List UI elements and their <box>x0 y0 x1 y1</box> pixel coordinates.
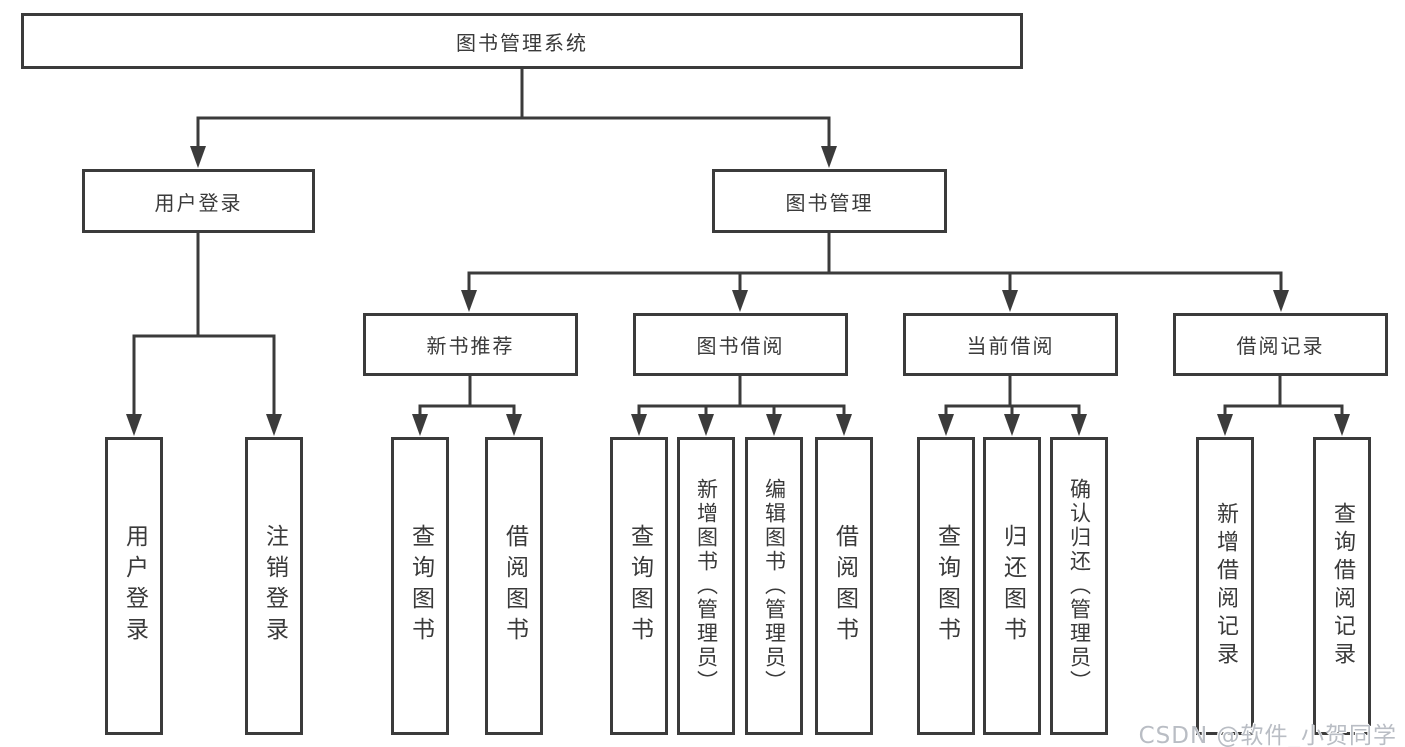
arrowhead <box>1071 414 1087 436</box>
arrowhead <box>412 414 428 436</box>
leaf-bookborrow-edit: 编辑图书（管理员） <box>745 437 803 735</box>
arrowhead <box>836 414 852 436</box>
arrowhead <box>631 414 647 436</box>
leaf-currentborrow-confirm-label: 确认归还（管理员） <box>1067 478 1092 694</box>
leaf-record-query: 查询借阅记录 <box>1313 437 1371 735</box>
arrowhead <box>1273 290 1289 312</box>
arrowhead <box>190 146 206 168</box>
node-book-management-label: 图书管理 <box>785 190 874 215</box>
node-current-borrow: 当前借阅 <box>903 313 1118 376</box>
leaf-newbook-borrow-label: 借阅图书 <box>501 524 528 648</box>
leaf-bookborrow-query: 查询图书 <box>610 437 668 735</box>
leaf-bookborrow-edit-label: 编辑图书（管理员） <box>762 478 787 694</box>
leaf-currentborrow-query-label: 查询图书 <box>933 524 960 648</box>
arrowhead <box>732 290 748 312</box>
leaf-bookborrow-add-label: 新增图书（管理员） <box>694 478 719 694</box>
leaf-newbook-query-label: 查询图书 <box>407 524 434 648</box>
arrowhead <box>126 414 142 436</box>
arrowhead <box>506 414 522 436</box>
connector-currentborrow-to-leaves <box>944 376 1081 418</box>
leaf-currentborrow-query: 查询图书 <box>917 437 975 735</box>
leaf-logout: 注销登录 <box>245 437 303 735</box>
node-new-book-recommend: 新书推荐 <box>363 313 578 376</box>
connector-newbook-to-leaves <box>418 376 516 418</box>
connector-userlogin-to-leaves <box>132 233 276 418</box>
leaf-currentborrow-confirm: 确认归还（管理员） <box>1050 437 1108 735</box>
arrowhead <box>1004 414 1020 436</box>
node-book-borrow-label: 图书借阅 <box>696 334 785 358</box>
leaf-bookborrow-borrow-label: 借阅图书 <box>831 524 858 648</box>
node-root-label: 图书管理系统 <box>456 30 588 55</box>
node-user-login-group: 用户登录 <box>82 169 315 233</box>
arrowhead <box>266 414 282 436</box>
connector-bookborrow-to-leaves <box>637 376 846 418</box>
leaf-bookborrow-query-label: 查询图书 <box>626 524 653 648</box>
arrowhead <box>461 290 477 312</box>
leaf-newbook-borrow: 借阅图书 <box>485 437 543 735</box>
node-borrow-records: 借阅记录 <box>1173 313 1388 376</box>
leaf-bookborrow-add: 新增图书（管理员） <box>677 437 735 735</box>
arrowhead <box>1217 414 1233 436</box>
arrowhead <box>766 414 782 436</box>
leaf-currentborrow-return: 归还图书 <box>983 437 1041 735</box>
leaf-newbook-query: 查询图书 <box>391 437 449 735</box>
leaf-currentborrow-return-label: 归还图书 <box>999 524 1026 648</box>
arrowhead <box>821 146 837 168</box>
node-user-login-group-label: 用户登录 <box>154 190 243 215</box>
connector-bookmgmt-to-level3 <box>467 233 1283 294</box>
node-root: 图书管理系统 <box>21 13 1023 69</box>
node-book-management: 图书管理 <box>712 169 947 233</box>
connector-borrowrecord-to-leaves <box>1223 376 1344 418</box>
leaf-logout-label: 注销登录 <box>261 524 288 648</box>
leaf-record-add-label: 新增借阅记录 <box>1213 502 1238 670</box>
leaf-user-login-label: 用户登录 <box>121 524 148 648</box>
leaf-user-login: 用户登录 <box>105 437 163 735</box>
arrowhead <box>1334 414 1350 436</box>
leaf-record-query-label: 查询借阅记录 <box>1330 502 1355 670</box>
arrowhead <box>698 414 714 436</box>
node-book-borrow: 图书借阅 <box>633 313 848 376</box>
arrowhead <box>938 414 954 436</box>
leaf-record-add: 新增借阅记录 <box>1196 437 1254 735</box>
arrowhead <box>1002 290 1018 312</box>
leaf-bookborrow-borrow: 借阅图书 <box>815 437 873 735</box>
node-current-borrow-label: 当前借阅 <box>966 334 1055 358</box>
node-new-book-recommend-label: 新书推荐 <box>426 334 515 358</box>
watermark-text: CSDN @软件_小贺同学 <box>1138 723 1397 747</box>
connector-root-to-level2 <box>196 69 831 150</box>
node-borrow-records-label: 借阅记录 <box>1236 334 1325 358</box>
